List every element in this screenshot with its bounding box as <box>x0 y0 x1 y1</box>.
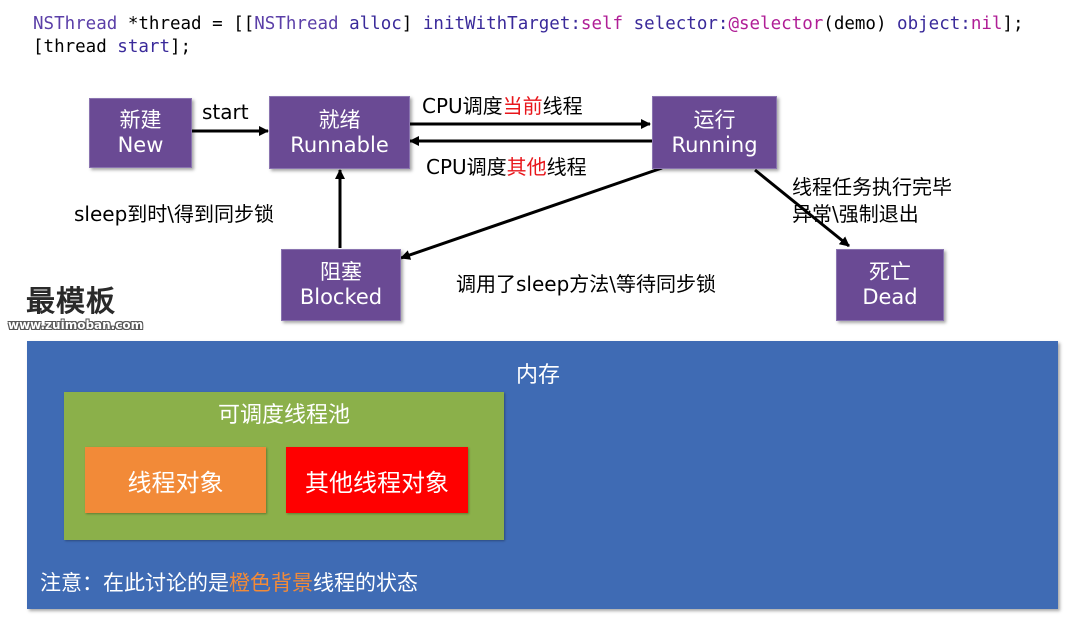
label-cpu-current-hl: 当前 <box>502 94 543 118</box>
code-token: alloc <box>349 14 402 34</box>
label-cpu-other-pre: CPU调度 <box>426 155 507 179</box>
other-thread-object: 其他线程对象 <box>286 447 468 513</box>
state-runnable-en: Runnable <box>290 132 389 157</box>
memory-title: 内存 <box>516 363 561 388</box>
state-runnable: 就绪 Runnable <box>269 96 410 169</box>
state-dead: 死亡 Dead <box>836 249 944 321</box>
state-dead-en: Dead <box>862 285 918 309</box>
label-start: start <box>202 100 249 124</box>
label-cpu-current: CPU调度当前线程 <box>422 94 583 118</box>
state-running-cn: 运行 <box>693 107 736 132</box>
state-running-en: Running <box>671 132 758 157</box>
note-highlight: 橙色背景 <box>229 571 313 595</box>
label-cpu-other-post: 线程 <box>546 155 587 179</box>
note-pre: 注意：在此讨论的是 <box>40 571 229 595</box>
code-token: [thread <box>33 37 118 57</box>
label-cpu-current-post: 线程 <box>542 94 583 118</box>
label-finish-line2: 异常\强制退出 <box>792 202 919 226</box>
label-sleep-done: sleep到时\得到同步锁 <box>74 202 275 226</box>
code-token: NSThread <box>254 14 339 34</box>
code-token: self <box>580 14 624 34</box>
state-new-cn: 新建 <box>119 108 162 132</box>
code-snippet: NSThread *thread = [[NSThread alloc] ini… <box>33 13 1024 59</box>
label-cpu-current-pre: CPU调度 <box>422 94 503 118</box>
thread-pool-title: 可调度线程池 <box>217 403 350 428</box>
code-token: nil <box>970 14 1003 34</box>
label-cpu-other-hl: 其他 <box>506 155 547 179</box>
state-dead-cn: 死亡 <box>869 260 911 284</box>
state-running: 运行 Running <box>652 96 777 169</box>
label-cpu-other: CPU调度其他线程 <box>426 155 587 179</box>
code-token: object: <box>897 14 971 34</box>
state-runnable-cn: 就绪 <box>318 107 361 132</box>
code-token: NSThread <box>33 14 118 34</box>
state-blocked: 阻塞 Blocked <box>281 249 401 321</box>
code-token: @selector <box>728 14 824 34</box>
arrow-running-to-blocked <box>400 166 663 260</box>
watermark-url: www.zuimoban.com <box>8 318 144 332</box>
watermark-logo: 最模板 <box>26 284 117 318</box>
note-text: 注意：在此讨论的是橙色背景线程的状态 <box>40 569 418 597</box>
state-new-en: New <box>117 133 164 157</box>
arrow-running-to-dead <box>754 168 850 248</box>
code-token: selector: <box>633 14 729 34</box>
label-sleep-call: 调用了sleep方法\等待同步锁 <box>456 272 717 296</box>
code-token: ]; <box>169 37 192 57</box>
current-thread-object: 线程对象 <box>85 447 266 513</box>
code-line-1: NSThread *thread = [[NSThread alloc] ini… <box>33 14 1024 34</box>
code-line-2: [thread start]; <box>33 37 191 57</box>
code-token: ]; <box>1002 14 1024 34</box>
note-post: 线程的状态 <box>313 571 418 595</box>
label-finish-line1: 线程任务执行完毕 <box>792 175 952 199</box>
state-blocked-en: Blocked <box>299 285 383 309</box>
code-token: *thread = [[ <box>117 14 255 34</box>
code-token: initWithTarget: <box>422 14 581 34</box>
code-token: (demo) <box>823 14 898 34</box>
code-token: start <box>117 37 170 57</box>
code-token: ] <box>401 14 423 34</box>
state-blocked-cn: 阻塞 <box>320 260 362 284</box>
state-new: 新建 New <box>89 98 192 168</box>
